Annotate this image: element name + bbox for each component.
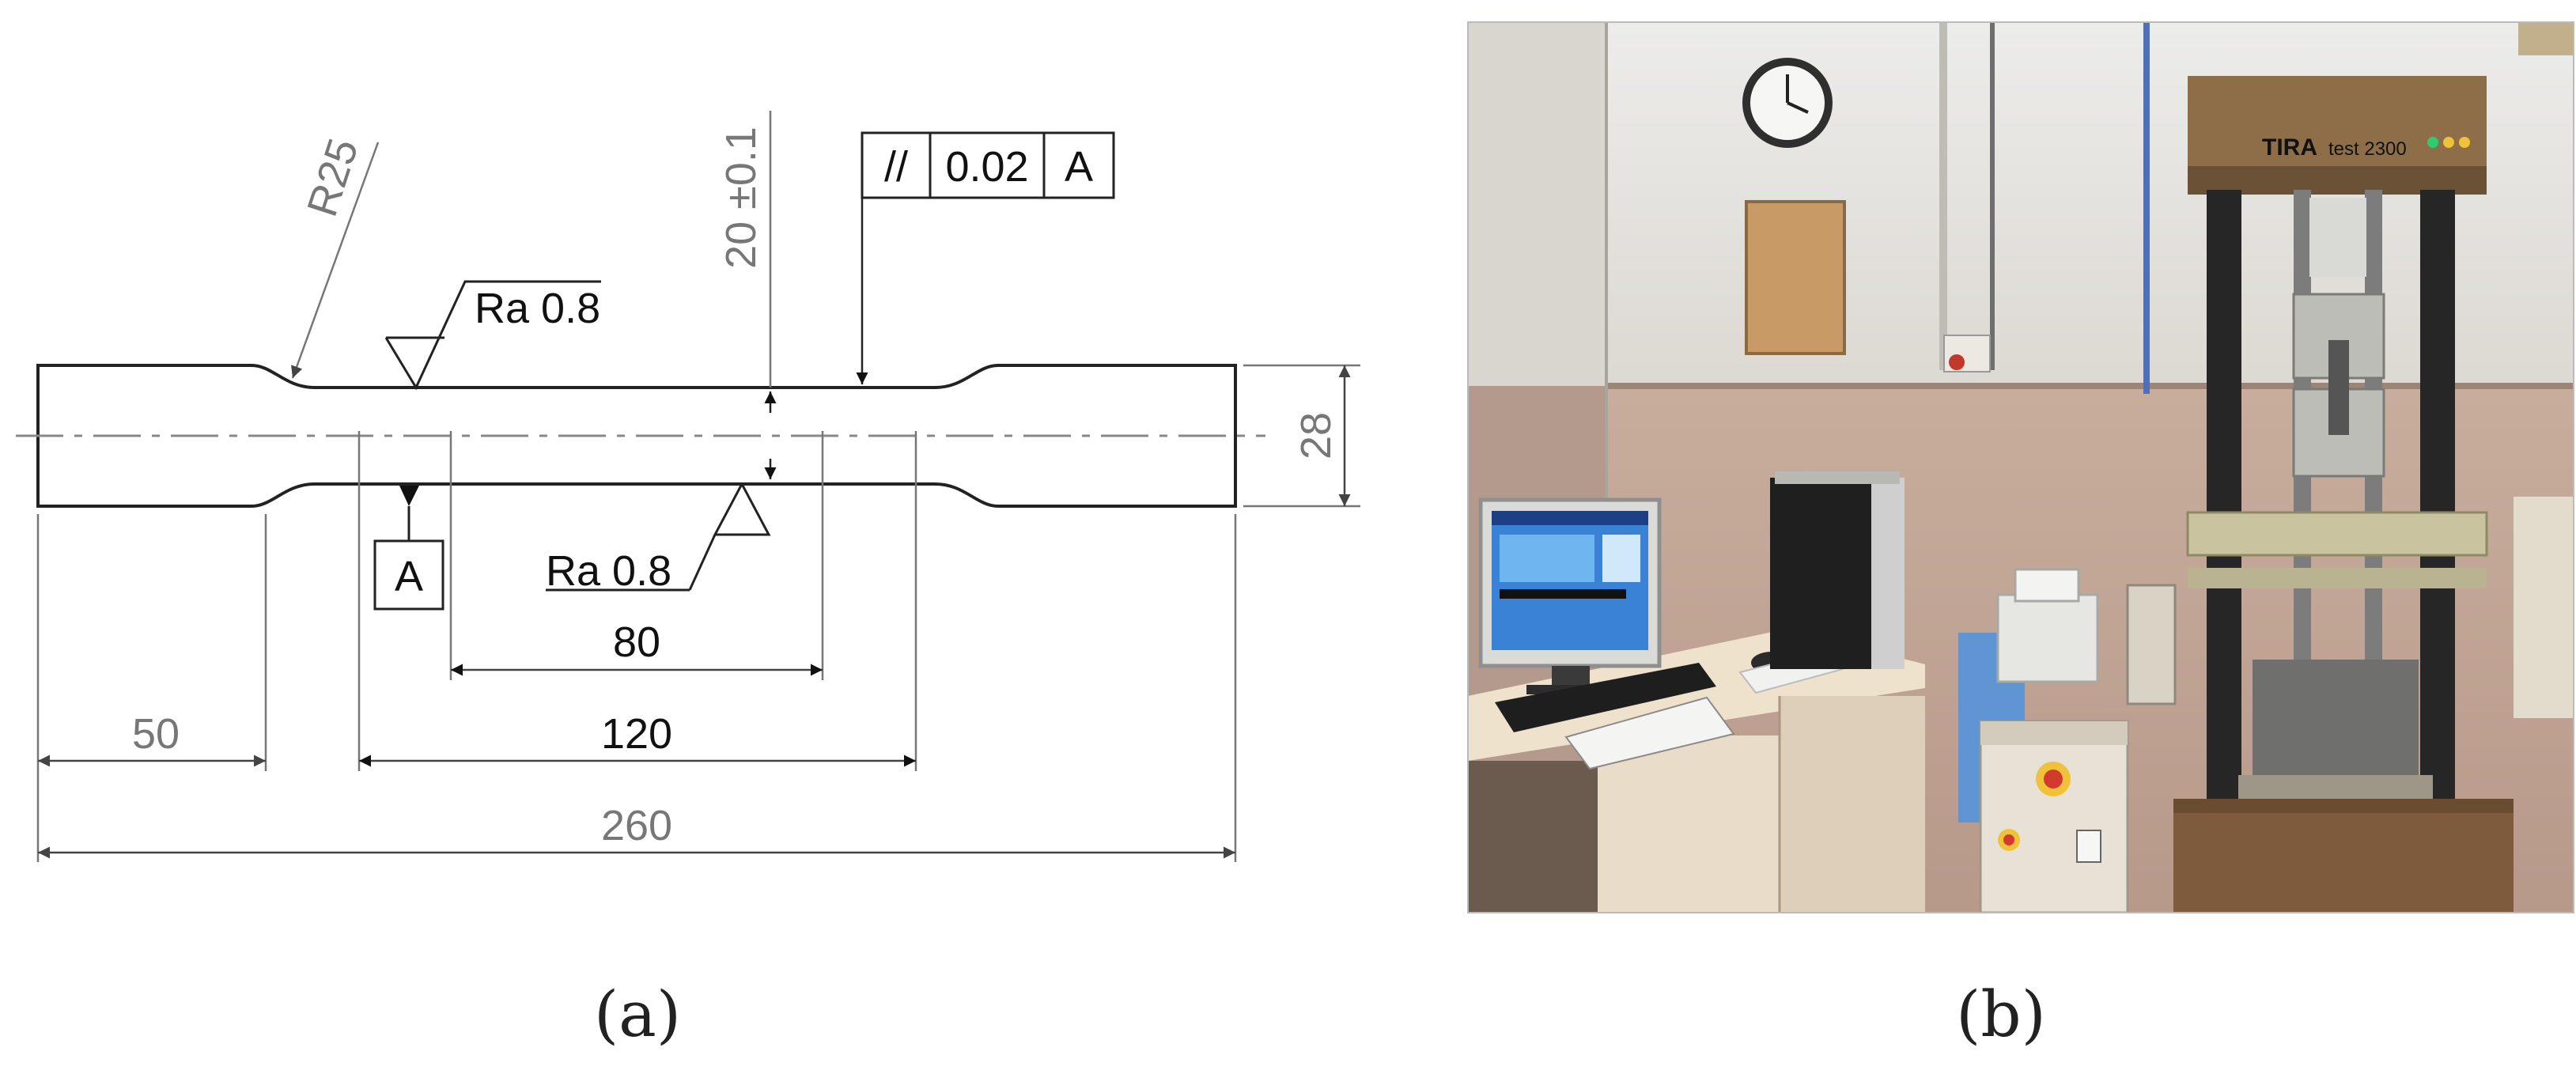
surface-top-label: Ra 0.8 xyxy=(475,285,600,332)
dim-50-label: 50 xyxy=(132,710,180,758)
surface-bottom-label: Ra 0.8 xyxy=(546,547,671,595)
radius-callout: R25 xyxy=(291,133,380,379)
surface-finish-top: Ra 0.8 xyxy=(384,280,601,391)
extension-lines xyxy=(36,364,1360,862)
thickness-label: 20 ±0.1 xyxy=(717,127,765,269)
keyboard xyxy=(1495,663,1716,732)
machine-model-label: test 2300 xyxy=(2328,138,2407,160)
radius-label: R25 xyxy=(298,133,368,222)
tolerance-symbol: // xyxy=(884,143,908,191)
computer-monitor xyxy=(1478,497,1662,694)
tolerance-frame: // 0.02 A xyxy=(856,131,1115,384)
tolerance-value: 0.02 xyxy=(945,143,1028,191)
caption-a: (a) xyxy=(594,978,681,1051)
printer xyxy=(1996,568,2099,683)
dim-260-label: 260 xyxy=(601,802,672,849)
cork-board xyxy=(1745,200,1846,355)
technical-drawing: 20 ±0.1 R25 Ra 0.8 Ra 0.8 // 0.02 A xyxy=(16,111,1360,862)
dim-120-label: 120 xyxy=(601,710,672,758)
thickness-dimension: 20 ±0.1 xyxy=(717,111,777,479)
caption-b: (b) xyxy=(1956,978,2046,1051)
control-cabinet xyxy=(1979,720,2129,913)
surface-finish-bottom: Ra 0.8 xyxy=(546,483,771,595)
dim-80-label: 80 xyxy=(613,618,660,666)
pc-tower xyxy=(1770,471,1905,669)
specimen-outline xyxy=(36,364,1237,508)
machine-brand-label: TIRA xyxy=(2262,134,2317,161)
testing-machine: TIRA test 2300 xyxy=(2173,76,2514,913)
tolerance-datum: A xyxy=(1065,143,1093,191)
dim-28-label: 28 xyxy=(1292,412,1340,459)
datum-label: A xyxy=(395,553,423,600)
datum-feature: A xyxy=(373,486,444,611)
notebook xyxy=(1564,696,1735,770)
lab-photo: TIRA test 2300 xyxy=(1467,21,2574,913)
